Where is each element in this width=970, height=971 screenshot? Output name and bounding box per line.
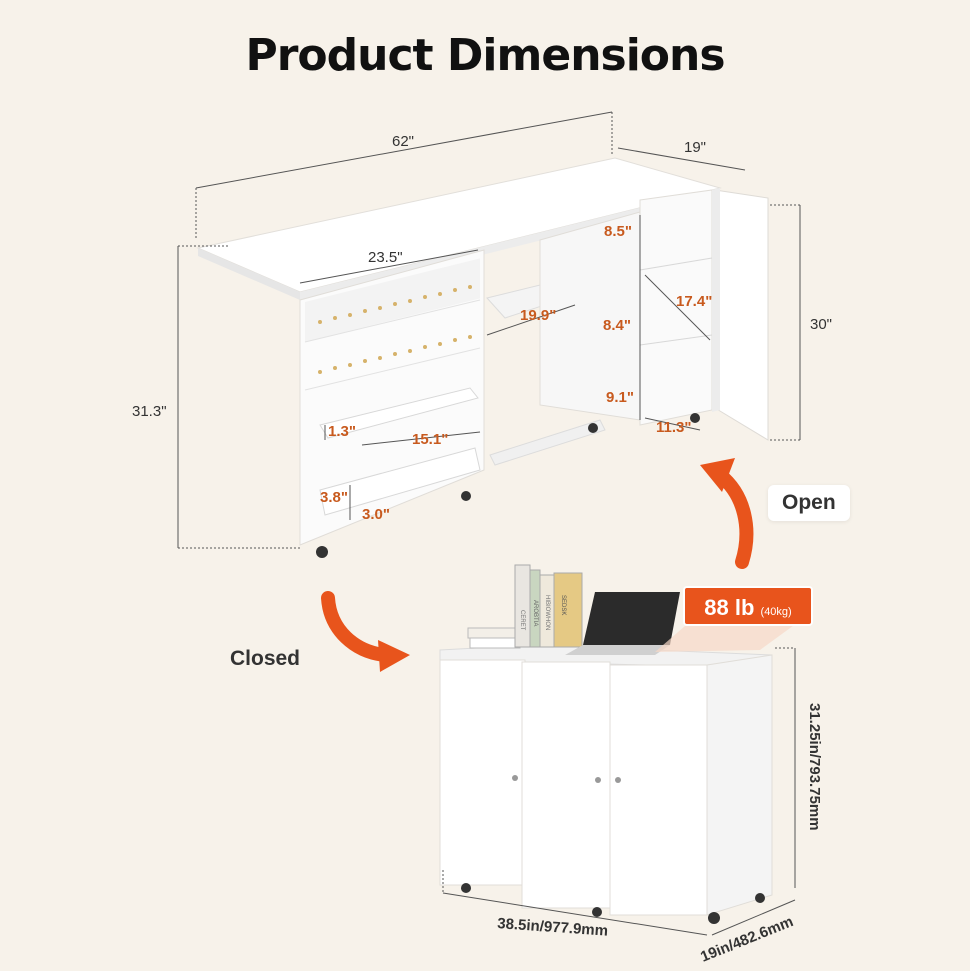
dim-bin-height: 3.8" [320,489,348,506]
arrow-closed-icon [321,591,410,672]
weight-metric: (40kg) [760,606,792,618]
book-spine-4: SEDSK [560,595,566,615]
dim-shelf-width: 19.9" [520,307,556,324]
books-icon [467,564,583,649]
page-title: Product Dimensions [245,30,725,81]
arrow-open-icon [700,458,754,569]
weight-badge: 88 lb (40kg) [683,586,813,626]
dim-depth: 19" [684,139,706,156]
book-spine-1: CERET [519,610,525,631]
dim-shelf-diag: 17.4" [676,293,712,310]
dim-tray-depth: 1.3" [328,423,356,440]
closed-label: Closed [230,647,301,670]
dim-top-shelf: 8.5" [604,223,632,240]
dim-tray-width: 15.1" [412,431,448,448]
open-label: Open [768,485,850,521]
dim-length: 62" [392,133,414,150]
dim-closed-width: 38.5in/977.9mm [497,915,609,940]
weight-value: 88 lb [704,595,755,620]
dim-bottom-shelf: 9.1" [606,389,634,406]
dim-closed-height: 31.25in/793.75mm [806,703,823,831]
dim-drawer-width: 23.5" [368,249,403,266]
dim-shelf-depth: 11.3" [656,419,691,436]
closed-dimension-lines [442,647,796,936]
dim-mid-shelf: 8.4" [603,317,631,334]
dim-height-right: 30" [810,316,832,333]
open-table [196,157,769,558]
open-dimension-lines [177,111,801,549]
laptop-icon [565,592,680,655]
book-spine-2: AROBTIA [532,600,538,626]
closed-cabinet [439,564,812,924]
book-spine-3: HIBIOWHON [544,595,550,630]
dim-height-left: 31.3" [132,403,167,420]
dim-bin-depth: 3.0" [362,506,390,523]
